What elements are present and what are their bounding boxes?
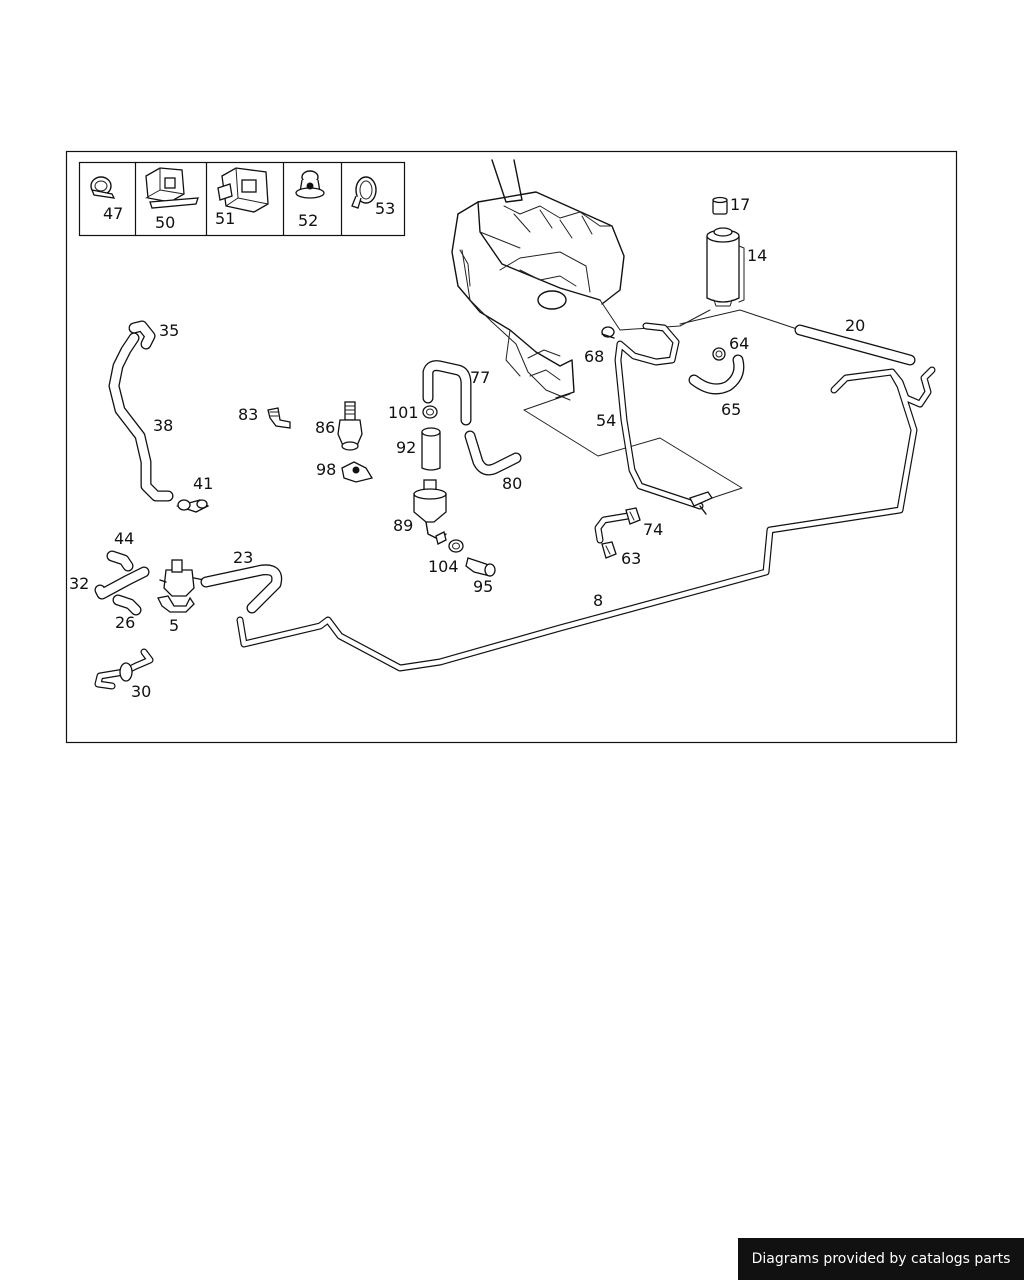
filter-cap-17-icon (712, 196, 728, 215)
clamp-104-icon (448, 539, 464, 553)
hose-65-icon (688, 354, 745, 395)
part-label-30: 30 (131, 682, 151, 701)
valve-86-icon (337, 401, 363, 451)
fitting-83-icon (267, 407, 291, 429)
connector-41-icon (175, 499, 210, 513)
part-label-95: 95 (473, 577, 493, 596)
tube-92-icon (421, 427, 441, 471)
part-label-38: 38 (153, 416, 173, 435)
hose-30-icon (94, 648, 154, 690)
hose-23-icon (200, 564, 283, 614)
part-label-101: 101 (388, 403, 419, 422)
valve-5-icon (157, 559, 205, 613)
part-label-26: 26 (115, 613, 135, 632)
hose-80-icon (464, 430, 522, 476)
valve-89-icon (413, 479, 447, 545)
clamp-ring-53-icon (351, 176, 377, 209)
footer-credit-badge: Diagrams provided by catalogs parts (738, 1238, 1024, 1280)
part-label-5: 5 (169, 616, 179, 635)
part-label-63: 63 (621, 549, 641, 568)
part-label-65: 65 (721, 400, 741, 419)
legend-box: 47 50 51 52 53 (78, 161, 406, 237)
part-label-8: 8 (593, 591, 603, 610)
fuel-line-77-icon (422, 360, 472, 426)
legend-label-52: 52 (298, 211, 318, 230)
part-label-35: 35 (159, 321, 179, 340)
legend-label-53: 53 (375, 199, 395, 218)
clamp-63-icon (601, 541, 617, 559)
hose-26-icon (112, 594, 142, 616)
part-label-77: 77 (470, 368, 490, 387)
legend-label-47: 47 (103, 204, 123, 223)
part-label-44: 44 (114, 529, 134, 548)
part-label-23: 23 (233, 548, 253, 567)
fuel-line-8-icon (236, 366, 936, 672)
part-label-92: 92 (396, 438, 416, 457)
fuel-line-54-icon (614, 322, 713, 515)
part-label-14: 14 (747, 246, 767, 265)
clamp-68-icon (601, 326, 615, 339)
leader-line-14 (679, 309, 801, 331)
part-label-68: 68 (584, 347, 604, 366)
hose-clamp-47-icon (90, 176, 116, 199)
diagram-frame (65, 150, 958, 744)
part-label-41: 41 (193, 474, 213, 493)
part-label-54: 54 (596, 411, 616, 430)
part-label-64: 64 (729, 334, 749, 353)
clamp-64-icon (712, 347, 726, 361)
bracket-98-icon (341, 461, 374, 483)
clamp-101-icon (422, 405, 438, 419)
part-label-98: 98 (316, 460, 336, 479)
part-label-17: 17 (730, 195, 750, 214)
footer-credit-text: Diagrams provided by catalogs parts (751, 1251, 1011, 1267)
part-label-20: 20 (845, 316, 865, 335)
sleeve-95-icon (465, 557, 496, 577)
holder-50-icon (145, 167, 199, 209)
part-label-89: 89 (393, 516, 413, 535)
bracket-51-icon (217, 167, 269, 213)
grommet-52-icon (295, 170, 325, 199)
legend-label-51: 51 (215, 209, 235, 228)
hose-20-icon (794, 324, 916, 366)
part-label-86: 86 (315, 418, 335, 437)
legend-label-50: 50 (155, 213, 175, 232)
hose-44-icon (106, 550, 134, 572)
hose-38-icon (108, 332, 174, 502)
fuel-tank-drawing (451, 159, 743, 499)
part-label-74: 74 (643, 520, 663, 539)
part-label-83: 83 (238, 405, 258, 424)
hose-elbow-35-icon (128, 320, 156, 350)
part-label-104: 104 (428, 557, 459, 576)
part-label-80: 80 (502, 474, 522, 493)
hose-32-icon (94, 566, 150, 600)
fuel-filter-14-icon (706, 227, 745, 307)
part-label-32: 32 (69, 574, 89, 593)
clamp-74-icon (625, 507, 641, 525)
fuel-line-short-icon (594, 512, 632, 544)
